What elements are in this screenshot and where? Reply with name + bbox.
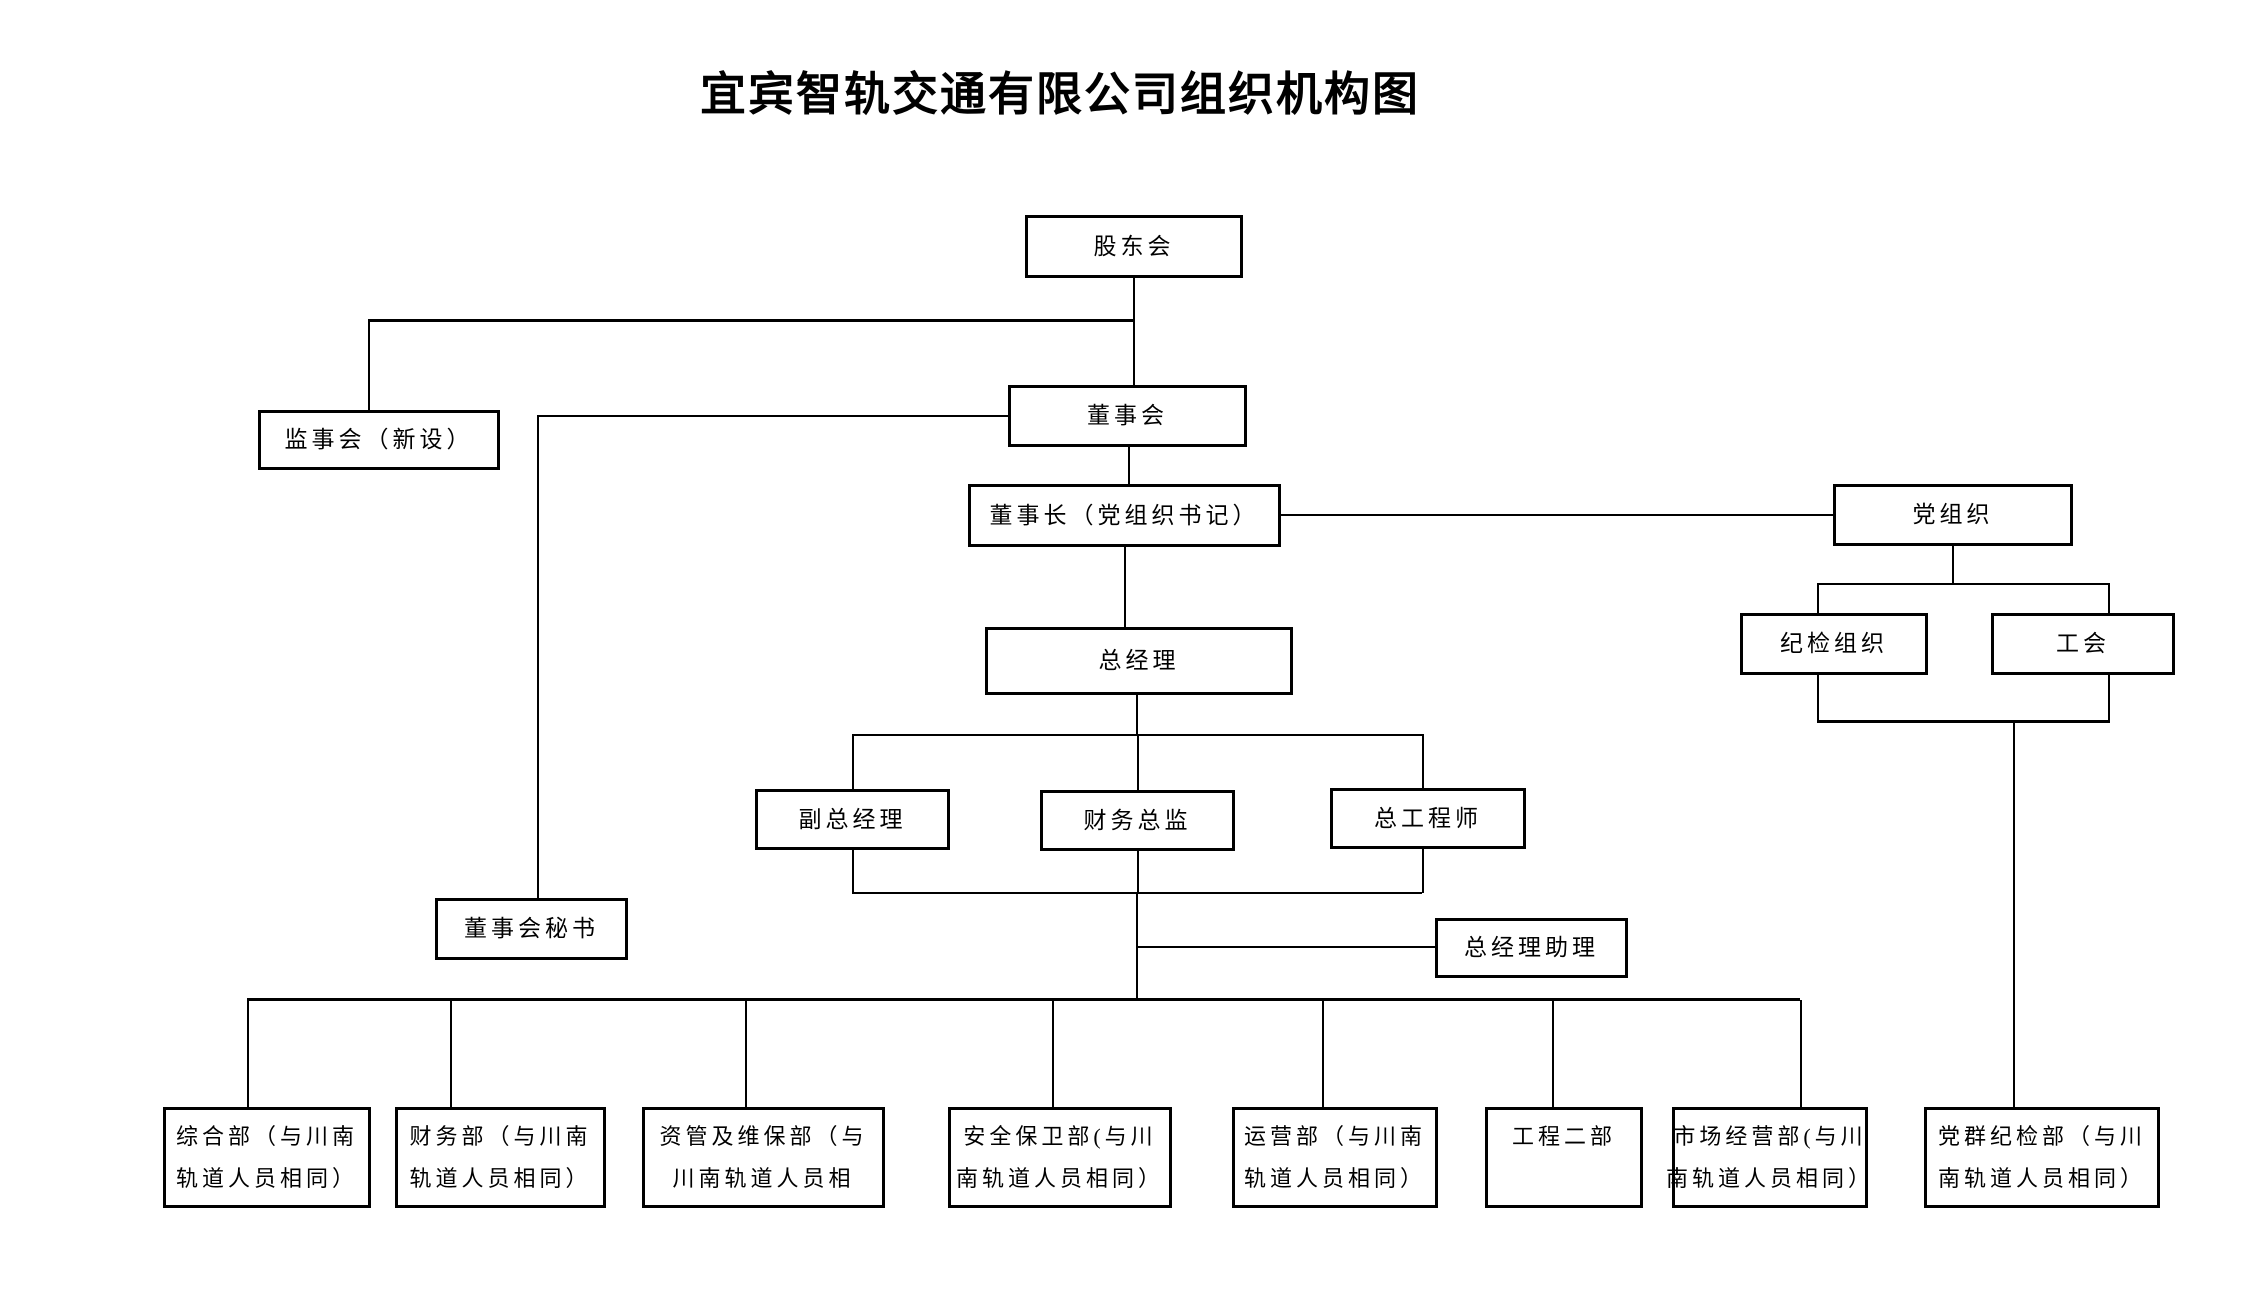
connector bbox=[247, 1000, 249, 1107]
node-label-line1: 市场经营部(与川 bbox=[1673, 1123, 1867, 1149]
connector bbox=[1137, 850, 1139, 893]
node-label-line1: 综合部（与川南 bbox=[175, 1123, 358, 1149]
connector bbox=[537, 415, 1008, 417]
connector bbox=[1817, 720, 2110, 723]
node-label-line1: 党群纪检部（与川 bbox=[1937, 1123, 2146, 1149]
node-dept-party-discipline: 党群纪检部（与川 南轨道人员相同） bbox=[1924, 1107, 2160, 1208]
connector bbox=[1422, 734, 1424, 788]
node-label-line1: 资管及维保部（与 bbox=[659, 1123, 868, 1149]
node-dept-finance: 财务部（与川南 轨道人员相同） bbox=[395, 1107, 606, 1208]
node-labor-union: 工会 bbox=[1991, 613, 2175, 675]
connector bbox=[1137, 734, 1139, 790]
node-discipline-inspection-org: 纪检组织 bbox=[1740, 613, 1928, 675]
connector bbox=[2013, 722, 2015, 1107]
connector bbox=[1124, 547, 1126, 627]
node-label-line1: 工程二部 bbox=[1511, 1123, 1616, 1149]
node-label-line2: 轨道人员相同） bbox=[1243, 1165, 1426, 1191]
connector bbox=[368, 319, 1133, 322]
node-dept-asset-maintenance: 资管及维保部（与 川南轨道人员相 bbox=[642, 1107, 885, 1208]
node-label-line2: 南轨道人员相同） bbox=[1937, 1165, 2146, 1191]
connector bbox=[1817, 675, 1819, 722]
node-label-line1: 运营部（与川南 bbox=[1243, 1123, 1426, 1149]
connector bbox=[1800, 1000, 1802, 1107]
connector bbox=[2108, 675, 2110, 722]
connector bbox=[1136, 694, 1138, 735]
node-chief-engineer: 总工程师 bbox=[1330, 788, 1526, 849]
connector bbox=[2108, 583, 2110, 613]
connector bbox=[1552, 1000, 1554, 1107]
connector bbox=[1817, 583, 2108, 585]
connector bbox=[1052, 1000, 1054, 1107]
connector bbox=[745, 1000, 747, 1107]
connector bbox=[1952, 546, 1954, 583]
node-label-line2: 南轨道人员相同） bbox=[955, 1165, 1164, 1191]
node-label-line1: 安全保卫部(与川 bbox=[963, 1123, 1157, 1149]
node-dept-engineering-2: 工程二部 bbox=[1485, 1107, 1643, 1208]
connector bbox=[537, 415, 539, 898]
connector bbox=[1322, 1000, 1324, 1107]
node-dept-marketing: 市场经营部(与川 南轨道人员相同） bbox=[1666, 1107, 1870, 1208]
node-label-line2: 南轨道人员相同） bbox=[1666, 1165, 1875, 1191]
node-general-manager: 总经理 bbox=[985, 627, 1293, 695]
node-board-secretary: 董事会秘书 bbox=[435, 898, 628, 960]
node-label-line2: 川南轨道人员相 bbox=[672, 1165, 855, 1191]
node-dept-general: 综合部（与川南 轨道人员相同） bbox=[163, 1107, 371, 1208]
connector bbox=[1281, 514, 1833, 516]
chart-title: 宜宾智轨交通有限公司组织机构图 bbox=[700, 69, 1420, 120]
node-supervisory-board: 监事会（新设） bbox=[258, 410, 500, 470]
connector bbox=[368, 320, 370, 410]
connector bbox=[247, 998, 1800, 1001]
node-chairman: 董事长（党组织书记） bbox=[968, 484, 1281, 547]
node-dept-security: 安全保卫部(与川 南轨道人员相同） bbox=[948, 1107, 1172, 1208]
connector bbox=[1133, 278, 1135, 385]
node-deputy-general-manager: 副总经理 bbox=[755, 789, 950, 850]
node-dept-operations: 运营部（与川南 轨道人员相同） bbox=[1232, 1107, 1438, 1208]
node-label-line2: 轨道人员相同） bbox=[175, 1165, 358, 1191]
node-board-of-directors: 董事会 bbox=[1008, 385, 1247, 447]
node-label-line2: 轨道人员相同） bbox=[409, 1165, 592, 1191]
connector bbox=[1817, 583, 1819, 613]
node-label-line1: 财务部（与川南 bbox=[409, 1123, 592, 1149]
node-gm-assistant: 总经理助理 bbox=[1435, 918, 1628, 978]
connector bbox=[852, 734, 854, 789]
connector bbox=[1422, 848, 1424, 893]
connector bbox=[1128, 447, 1130, 484]
node-party-organization: 党组织 bbox=[1833, 484, 2073, 546]
connector bbox=[450, 1000, 452, 1107]
connector bbox=[852, 849, 854, 893]
connector bbox=[1136, 946, 1435, 948]
node-shareholders-meeting: 股东会 bbox=[1025, 215, 1243, 278]
node-finance-director: 财务总监 bbox=[1040, 790, 1235, 851]
